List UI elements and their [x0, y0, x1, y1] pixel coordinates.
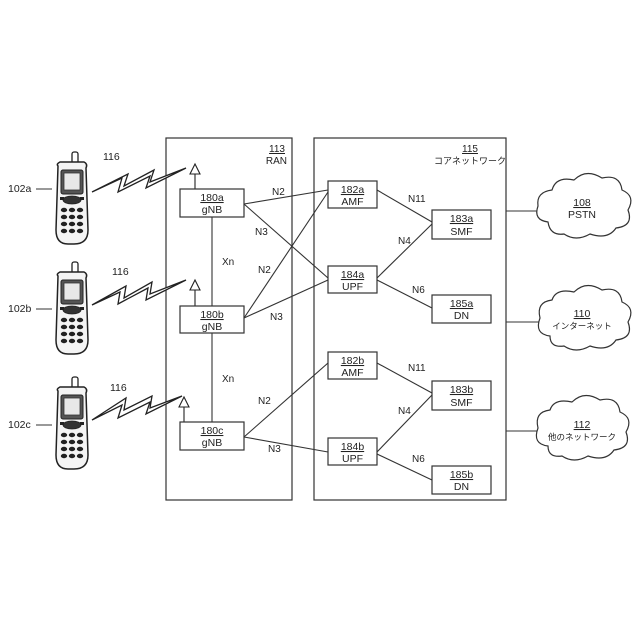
phone-102b: 102b [8, 262, 88, 354]
smf-ref: 183b [450, 384, 474, 396]
xn-label-2: Xn [222, 374, 234, 385]
n2-label-b: N2 [258, 265, 271, 276]
phone-102c: 102c [8, 377, 88, 469]
cloud-internet: 110 インターネット [538, 285, 631, 350]
core-label: コアネットワーク [434, 156, 506, 166]
antenna-icon [179, 397, 189, 422]
n4-link-184b-183b [377, 395, 432, 452]
n2-label-a: N2 [272, 187, 285, 198]
dn-label: DN [454, 310, 469, 322]
gnb-ref: 180b [200, 309, 224, 321]
dn-ref: 185b [450, 469, 474, 481]
dn-ref: 185a [450, 298, 474, 310]
smf-node-b: 183b SMF [432, 381, 491, 410]
radio-link-116-c [92, 396, 182, 420]
gnb-label: gNB [202, 204, 222, 216]
upf-ref: 184b [341, 441, 365, 453]
phone-ref: 102a [8, 183, 32, 195]
ran-label: RAN [266, 156, 287, 167]
upf-label: UPF [342, 281, 363, 293]
antenna-icon [190, 164, 200, 189]
radio-link-116-b [92, 280, 186, 305]
radio-link-116-a [92, 168, 186, 192]
n11-label-b: N11 [408, 363, 426, 374]
upf-ref: 184a [341, 269, 365, 281]
gnb-ref: 180a [200, 192, 224, 204]
cloud-ref: 112 [574, 419, 591, 431]
xn-label-1: Xn [222, 257, 234, 268]
antenna-icon [190, 280, 200, 306]
cloud-ref: 110 [574, 308, 591, 320]
cloud-ref: 108 [573, 197, 591, 209]
link-ref-c: 116 [110, 382, 127, 394]
core-ref: 115 [462, 144, 478, 155]
link-ref-b: 116 [112, 266, 129, 278]
mobile-phone-icon [56, 377, 88, 469]
smf-node-a: 183a SMF [432, 210, 491, 239]
n2-link-180c-182b [244, 363, 328, 437]
n2-link-180a-182a [244, 190, 328, 204]
smf-ref: 183a [450, 213, 474, 225]
amf-node-a: 182a AMF [328, 181, 377, 208]
upf-node-a: 184a UPF [328, 266, 377, 293]
cloud-pstn: 108 PSTN [537, 173, 631, 238]
link-ref-a: 116 [103, 151, 120, 163]
n4-label-a: N4 [398, 236, 411, 247]
gnb-ref: 180c [201, 425, 224, 437]
phone-ref: 102c [8, 419, 31, 431]
n3-link-180c-184b [244, 437, 328, 452]
n3-link-180a-184a [244, 204, 328, 278]
dn-label: DN [454, 481, 469, 493]
n11-label-a: N11 [408, 194, 426, 205]
gnb-node-a: 180a gNB [180, 164, 244, 217]
phone-ref: 102b [8, 303, 32, 315]
cloud-other-networks: 112 他のネットワーク [536, 395, 629, 460]
n3-label-b: N3 [270, 312, 283, 323]
amf-ref: 182a [341, 184, 365, 196]
n6-label-b: N6 [412, 454, 425, 465]
ran-ref: 113 [269, 144, 285, 155]
amf-label: AMF [341, 196, 363, 208]
dn-node-a: 185a DN [432, 295, 491, 323]
phone-102a: 102a [8, 152, 88, 244]
dn-node-b: 185b DN [432, 466, 491, 494]
amf-node-b: 182b AMF [328, 352, 377, 379]
n4-link-184a-183a [377, 224, 432, 278]
upf-node-b: 184b UPF [328, 438, 377, 465]
n2-label-c: N2 [258, 396, 271, 407]
gnb-label: gNB [202, 321, 222, 333]
cloud-label: PSTN [568, 209, 596, 221]
upf-label: UPF [342, 453, 363, 465]
mobile-phone-icon [56, 152, 88, 244]
mobile-phone-icon [56, 262, 88, 354]
amf-label: AMF [341, 367, 363, 379]
cloud-label: 他のネットワーク [548, 432, 616, 442]
n4-label-b: N4 [398, 406, 411, 417]
n3-label-a: N3 [255, 227, 268, 238]
gnb-label: gNB [202, 437, 222, 449]
smf-label: SMF [450, 226, 472, 238]
amf-ref: 182b [341, 355, 365, 367]
smf-label: SMF [450, 397, 472, 409]
n3-label-c: N3 [268, 444, 281, 455]
n6-label-a: N6 [412, 285, 425, 296]
cloud-label: インターネット [552, 321, 612, 331]
